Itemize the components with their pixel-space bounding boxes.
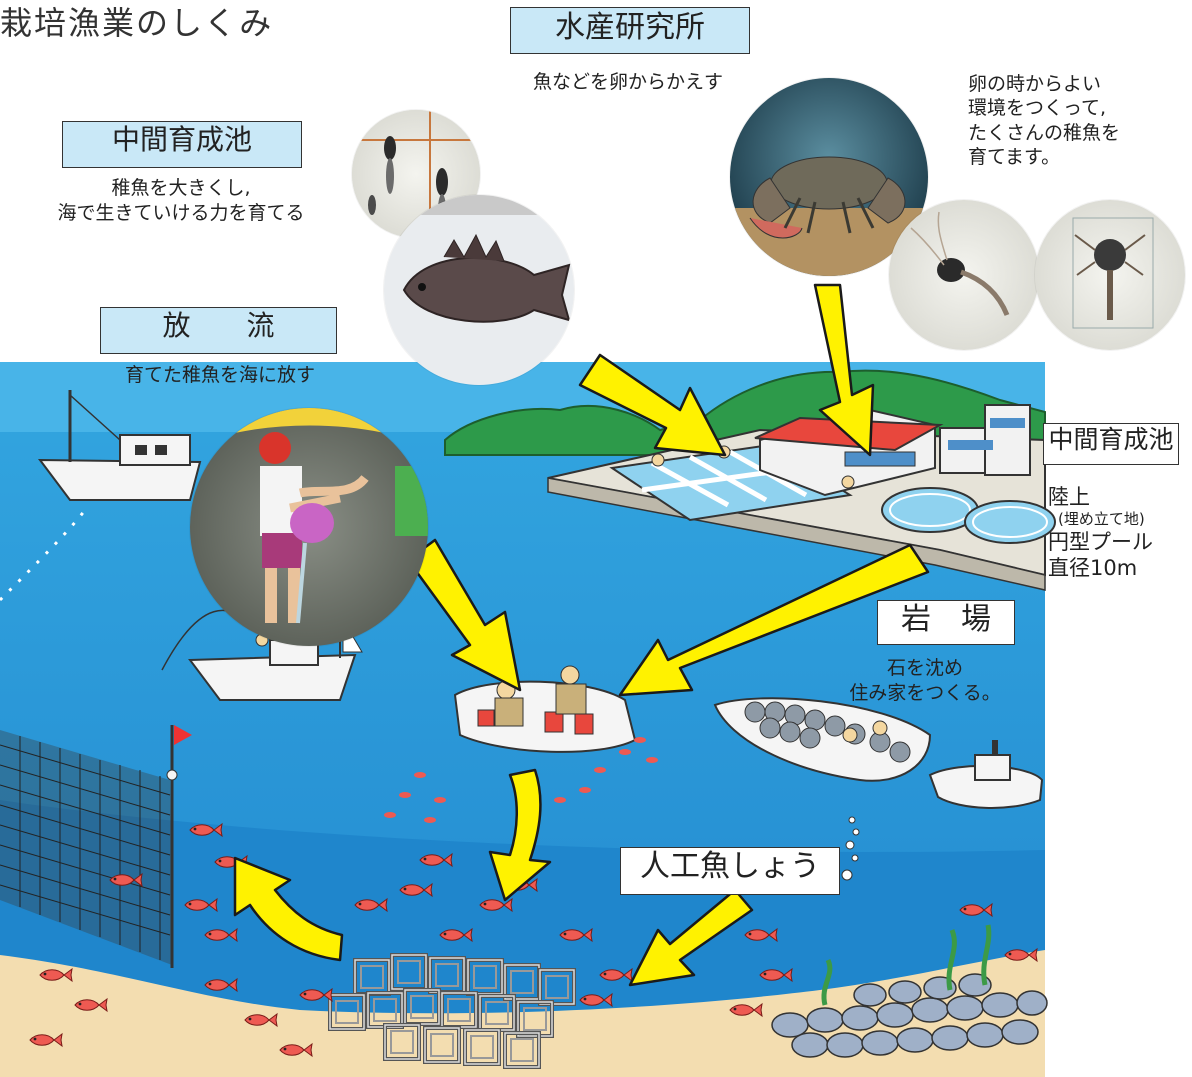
rockfish-photo — [384, 195, 574, 385]
round-pool-2 — [964, 500, 1056, 544]
caption-release: 育てた稚魚を海に放す — [124, 364, 315, 386]
caption-research: 魚などを卵からかえす — [532, 71, 723, 93]
shrimp-larva-photo — [889, 200, 1039, 350]
caption-egg-environment: 卵の時からよい 環境をつくって, たくさんの稚魚を 育てます。 — [968, 73, 1121, 168]
seaweed — [821, 924, 992, 1006]
label-nursery-land: 中間育成池 — [1043, 423, 1179, 465]
arrow-release-to-boat — [406, 538, 522, 692]
label-research-institute: 水産研究所 — [510, 7, 750, 54]
flow-arrows — [233, 283, 930, 987]
fishing-boat — [161, 609, 363, 701]
boat-icon — [37, 390, 202, 501]
label-artificial-reef: 人工魚しょう — [620, 847, 840, 895]
page-title: 栽培漁業のしくみ — [0, 4, 274, 42]
crab-photo — [730, 78, 928, 276]
label-rock: 岩 場 — [877, 600, 1015, 645]
rock-pile — [771, 973, 1048, 1058]
child-release-photo — [190, 408, 428, 646]
arrow-land-to-boat — [618, 543, 930, 697]
arrow-boat-to-reef — [488, 768, 552, 902]
tug-boat — [928, 740, 1044, 809]
arrow-research-to-building — [813, 283, 875, 457]
arrow-reef-to-open-sea — [233, 856, 344, 962]
release-boat — [453, 665, 637, 753]
arrow-to-nursery — [578, 353, 727, 457]
arrow-label-to-reef — [628, 888, 754, 987]
bubbles — [841, 816, 860, 881]
seafloor — [0, 950, 1045, 1077]
crab-larva-photo — [1035, 200, 1185, 350]
building-icon — [754, 404, 1031, 497]
caption-rock: 石を沈め 住み家をつくる。 — [849, 657, 1001, 704]
label-release: 放 流 — [100, 307, 337, 354]
net-icon — [0, 725, 192, 968]
rock-barge — [713, 697, 932, 782]
caption-land-pool: 陸上 (埋め立て地) 円型プール 直径10m — [1048, 485, 1153, 581]
label-nursery: 中間育成池 — [62, 121, 302, 168]
caption-nursery: 稚魚を大きくし, 海で生きていける力を育てる — [57, 177, 305, 224]
